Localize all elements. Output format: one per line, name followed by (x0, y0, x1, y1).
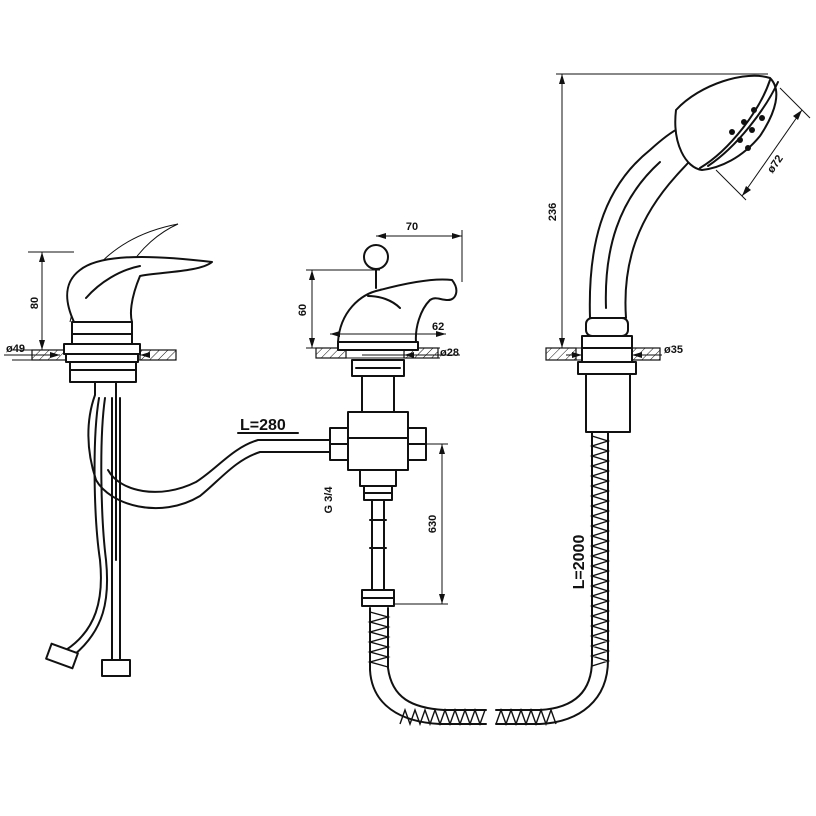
shower-nozzles (729, 107, 765, 151)
dim-left-height: 80 (29, 297, 41, 309)
shower-assembly: 236 ø72 ø35 (545, 73, 811, 433)
left-mixer-body (66, 255, 213, 323)
hose-length-left-label: L=280 (240, 417, 286, 434)
left-hose-fitting-2 (101, 659, 131, 677)
hose-coil-right (495, 435, 611, 727)
shower-mount-top (585, 317, 629, 337)
thread-label: G 3/4 (323, 486, 335, 514)
shower-hose: L=2000 (367, 431, 611, 727)
left-mixer: 80 ø49 (4, 223, 213, 677)
dim-center-spout: 62 (432, 321, 444, 333)
dim-shower-mount-diameter: ø35 (664, 344, 683, 356)
dim-shower-height: 236 (547, 203, 559, 221)
dim-center-diameter: ø28 (440, 347, 459, 359)
dim-shower-head-diameter: ø72 (765, 153, 786, 175)
center-valve: 70 60 62 ø28 G 3/4 630 (297, 221, 463, 607)
shower-head (674, 74, 778, 171)
left-hose-fitting-1 (45, 642, 79, 670)
dim-left-diameter: ø49 (6, 343, 25, 355)
dim-center-height: 60 (297, 304, 309, 316)
diverter-block (347, 411, 409, 471)
connecting-hose: L=280 (95, 417, 331, 510)
dim-center-width: 70 (406, 221, 418, 233)
shower-mount-body (585, 373, 631, 433)
hose-length-shower-label: L=2000 (571, 535, 588, 590)
hose-coil-left (367, 611, 486, 727)
diverter-knob (363, 244, 389, 270)
dim-pipe-length: 630 (427, 515, 439, 533)
